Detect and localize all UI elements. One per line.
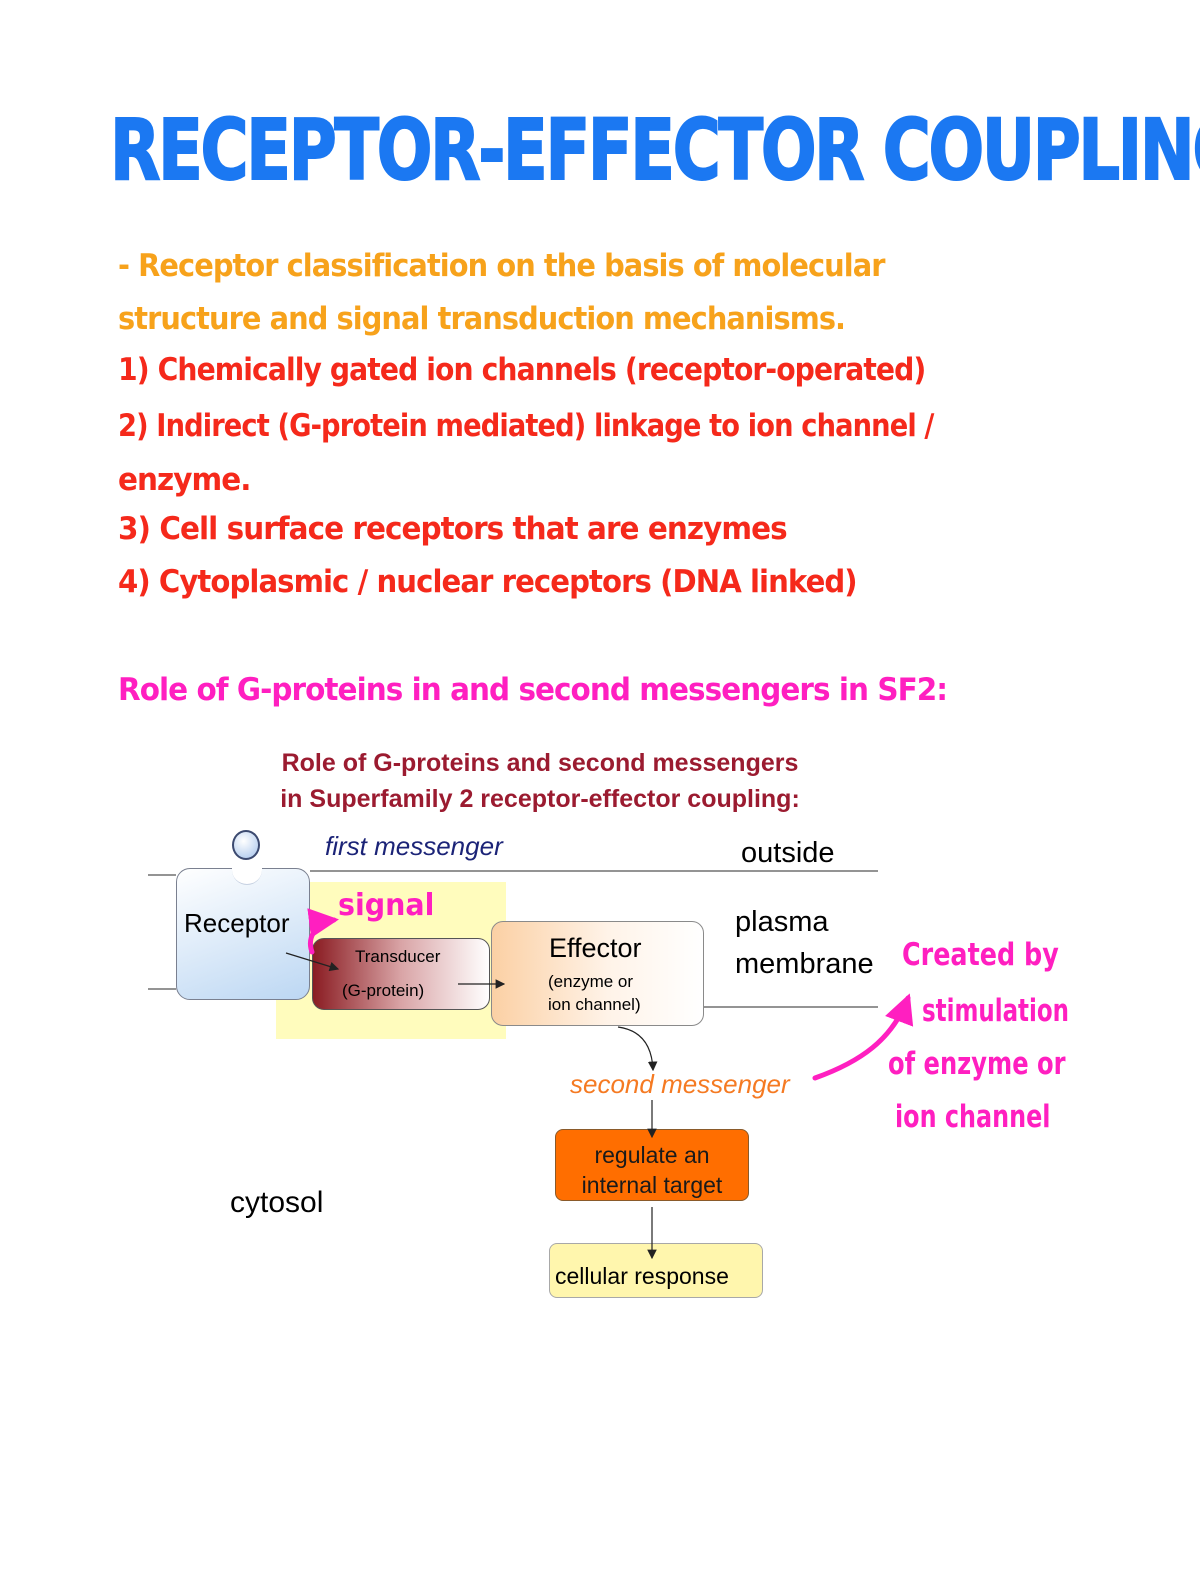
regulate-target-label: regulate an internal target xyxy=(555,1140,749,1200)
created-by-annotation-line-4: ion channel xyxy=(895,1099,1051,1135)
transducer-label: Transducer xyxy=(355,947,441,966)
effector-box xyxy=(491,921,704,1026)
diagram-title-line-1: Role of G-proteins and second messengers xyxy=(281,749,799,777)
receptor-type-2-line-1: 2) Indirect (G-protein mediated) linkage… xyxy=(118,408,934,444)
diagram-title: Role of G-proteins and second messengers… xyxy=(180,745,900,817)
first-messenger-label: first messenger xyxy=(325,831,503,861)
receptor-box xyxy=(176,868,310,1000)
regulate-target-line-1: regulate an xyxy=(594,1142,710,1168)
classification-intro-line-1: - Receptor classification on the basis o… xyxy=(118,248,885,284)
receptor-type-2-line-2: enzyme. xyxy=(118,462,251,498)
receptor-type-3: 3) Cell surface receptors that are enzym… xyxy=(118,511,788,547)
page-title: RECEPTOR-EFFECTOR COUPLING xyxy=(109,101,1200,199)
receptor-type-1: 1) Chemically gated ion channels (recept… xyxy=(118,352,926,388)
receptor-binding-pocket xyxy=(232,858,262,885)
transducer-box xyxy=(312,938,490,1010)
plasma-membrane-label-line-2: membrane xyxy=(735,948,874,980)
effector-to-second-messenger-arrow xyxy=(617,1026,658,1072)
outside-label: outside xyxy=(741,837,835,869)
g-protein-label: (G-protein) xyxy=(342,981,425,1000)
ligand-icon xyxy=(232,830,260,860)
plasma-membrane-label-line-1: plasma xyxy=(735,906,829,938)
classification-intro-line-2: structure and signal transduction mechan… xyxy=(118,301,846,337)
receptor-label: Receptor xyxy=(184,908,290,938)
created-by-annotation-line-2: stimulation xyxy=(922,993,1069,1029)
regulate-target-line-2: internal target xyxy=(581,1172,723,1198)
g-protein-heading: Role of G-proteins in and second messeng… xyxy=(118,672,948,708)
effector-subtitle-line-2: ion channel) xyxy=(548,995,641,1014)
signal-annotation: signal xyxy=(338,888,435,923)
receptor-type-4: 4) Cytoplasmic / nuclear receptors (DNA … xyxy=(118,564,858,600)
diagram-title-line-2: in Superfamily 2 receptor-effector coupl… xyxy=(280,785,800,813)
regulate-target-box xyxy=(555,1129,749,1201)
created-by-annotation-line-3: of enzyme or xyxy=(888,1046,1066,1082)
second-messenger-label: second messenger xyxy=(570,1069,790,1099)
effector-label: Effector xyxy=(549,933,642,963)
created-by-annotation-line-1: Created by xyxy=(902,937,1059,973)
cellular-response-label: cellular response xyxy=(555,1263,729,1289)
effector-subtitle-line-1: (enzyme or xyxy=(548,972,634,991)
cytosol-label: cytosol xyxy=(230,1186,324,1219)
